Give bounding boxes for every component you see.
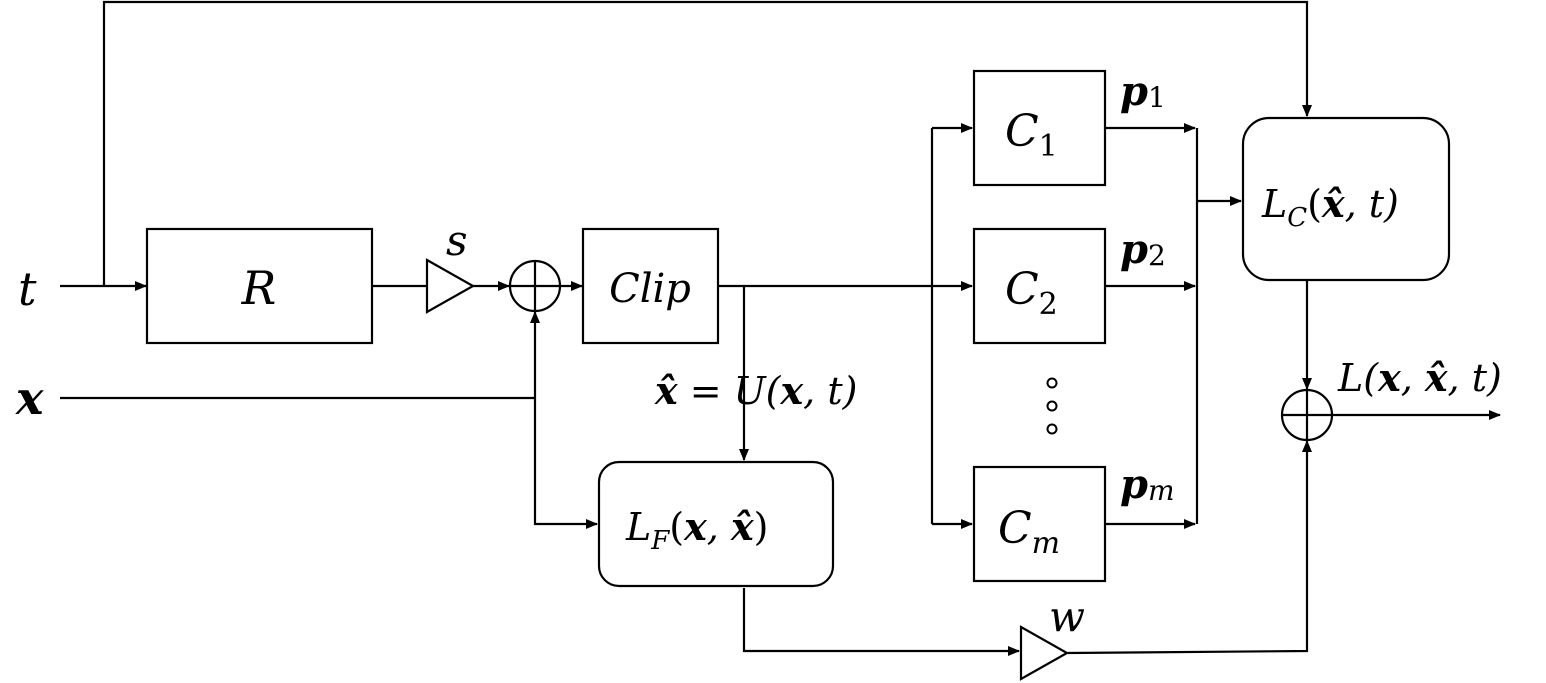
r-block	[145, 227, 374, 345]
u-equation-label: x̂ = U(x, t)	[654, 368, 857, 413]
lf-to-w-line	[742, 588, 1020, 656]
s-gain-label: s	[446, 216, 468, 265]
clip-block	[581, 227, 720, 345]
x-to-lf-line	[533, 398, 598, 529]
w-gain-triangle	[1019, 625, 1070, 681]
lc-block	[1241, 116, 1451, 282]
output-label: L(x, x̂, t)	[1337, 355, 1502, 400]
t-feedback-line	[102, 0, 1312, 286]
lf-block-label: LF(x, x̂)	[625, 504, 768, 556]
c2-label: C2	[1005, 264, 1058, 322]
c1-block	[972, 69, 1107, 187]
lc-block-label: LC(x̂, t)	[1261, 181, 1399, 233]
w-gain-label: w	[1049, 592, 1085, 641]
cm-block	[972, 465, 1107, 583]
x-input-label: x	[15, 371, 44, 425]
input-sum-junction	[508, 259, 562, 313]
clip-block-label: Clip	[609, 266, 691, 312]
w-to-sum-line	[1067, 440, 1312, 655]
c1-label: C1	[1005, 106, 1058, 164]
ellipsis-dots	[1046, 377, 1058, 435]
lf-block	[597, 460, 835, 588]
p2-label: p2	[1120, 226, 1166, 273]
output-sum-junction	[1280, 388, 1334, 442]
pm-label: pm	[1120, 461, 1175, 508]
t-input-label: t	[18, 262, 37, 316]
c2-block	[972, 227, 1107, 345]
r-block-label: R	[241, 261, 277, 315]
cm-label: Cm	[998, 503, 1060, 561]
p1-label: p1	[1120, 68, 1166, 115]
s-gain-triangle	[425, 258, 476, 314]
